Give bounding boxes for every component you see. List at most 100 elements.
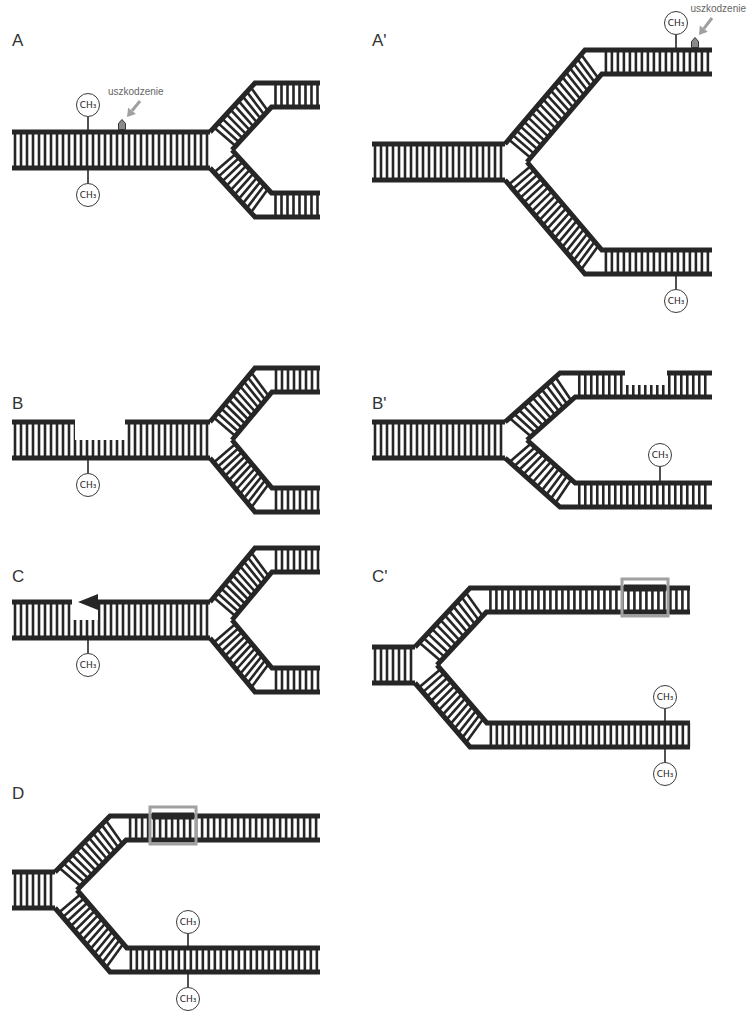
base-pair: [695, 50, 698, 74]
methyl-circle: CH₃: [76, 473, 100, 497]
base-pair: [610, 723, 613, 747]
methyl-label: CH₃: [668, 19, 685, 28]
base-pair: [250, 948, 253, 972]
base-pair: [622, 723, 625, 747]
base-pair: [614, 483, 617, 507]
base-pair: [641, 50, 644, 74]
base-pair: [698, 483, 701, 507]
base-pair: [707, 50, 710, 74]
base-pair: [176, 602, 179, 638]
base-pair: [56, 602, 59, 638]
synthesis-arrow: [78, 594, 98, 610]
base-pair: [251, 373, 268, 397]
base-pair: [611, 250, 614, 274]
base-pair: [116, 602, 119, 638]
base-pair: [668, 373, 671, 397]
methyl-circle: CH₃: [76, 653, 100, 677]
base-pair: [386, 144, 389, 180]
base-pair: [220, 948, 223, 972]
base-pair: [513, 588, 516, 612]
base-pair: [645, 588, 648, 612]
base-pair: [585, 588, 588, 612]
damage-label: uszkodzenie: [108, 86, 164, 97]
base-pair: [146, 132, 149, 168]
base-pair: [178, 948, 181, 972]
base-pair: [466, 593, 483, 617]
base-pair: [578, 373, 581, 397]
base-pair: [74, 132, 77, 168]
base-pair: [62, 422, 65, 458]
base-pair: [550, 723, 553, 747]
damage-marker: [119, 120, 126, 130]
base-pair: [605, 50, 608, 74]
base-pair: [231, 816, 234, 840]
panel-letter: A: [12, 32, 23, 51]
base-pair: [608, 373, 611, 397]
base-pair: [176, 132, 179, 168]
base-pair: [316, 83, 319, 107]
base-pair: [689, 250, 692, 274]
base-pair: [148, 948, 151, 972]
base-pair: [116, 132, 119, 168]
dna-strand: [12, 600, 210, 605]
base-pair: [275, 548, 278, 572]
base-pair: [154, 948, 157, 972]
dna-strand: [437, 665, 690, 723]
base-pair: [237, 816, 240, 840]
base-pair: [292, 83, 295, 107]
dna-strand: [210, 368, 320, 422]
base-pair: [500, 422, 503, 458]
base-pair: [20, 422, 23, 458]
base-pair: [611, 50, 614, 74]
base-pair: [692, 483, 695, 507]
base-pair: [380, 422, 383, 458]
base-pair: [317, 488, 320, 512]
base-pair: [194, 422, 197, 458]
base-pair: [92, 132, 95, 168]
base-pair: [146, 602, 149, 638]
base-pair: [299, 548, 302, 572]
base-pair: [238, 948, 241, 972]
base-pair: [404, 422, 407, 458]
methyl-sticks: [88, 35, 676, 987]
base-pair: [629, 250, 632, 274]
base-pair: [166, 948, 169, 972]
base-pair: [664, 723, 667, 747]
base-pair: [219, 816, 222, 840]
base-pair: [160, 948, 163, 972]
base-pair: [176, 422, 179, 458]
base-pair: [106, 820, 123, 844]
methyl-label: CH₃: [657, 770, 674, 779]
base-pair: [682, 723, 685, 747]
base-pair: [26, 872, 29, 908]
base-pair: [44, 132, 47, 168]
dna-strand: [232, 107, 320, 150]
base-pair: [617, 50, 620, 74]
base-pair: [507, 588, 510, 612]
base-pair: [525, 588, 528, 612]
base-pair: [287, 668, 290, 692]
base-pair: [311, 548, 314, 572]
dna-strand: [372, 142, 505, 147]
base-pair: [292, 193, 295, 217]
base-pair: [146, 422, 149, 458]
base-pair: [293, 548, 296, 572]
dna-strand: [12, 456, 210, 461]
base-pair: [616, 723, 619, 747]
base-pair: [182, 602, 185, 638]
base-pair: [422, 422, 425, 458]
base-pair: [683, 50, 686, 74]
base-pair: [188, 602, 191, 638]
methyl-label: CH₃: [80, 191, 97, 200]
dna-strand: [232, 620, 320, 668]
base-pair: [623, 50, 626, 74]
new-strand-segment: [624, 585, 666, 592]
base-pair: [675, 588, 678, 612]
base-pair: [687, 588, 690, 612]
base-pair: [292, 948, 295, 972]
methyl-label: CH₃: [668, 297, 685, 306]
base-pair: [440, 422, 443, 458]
base-pair: [305, 368, 308, 392]
base-pair: [26, 132, 29, 168]
base-pair: [207, 816, 210, 840]
